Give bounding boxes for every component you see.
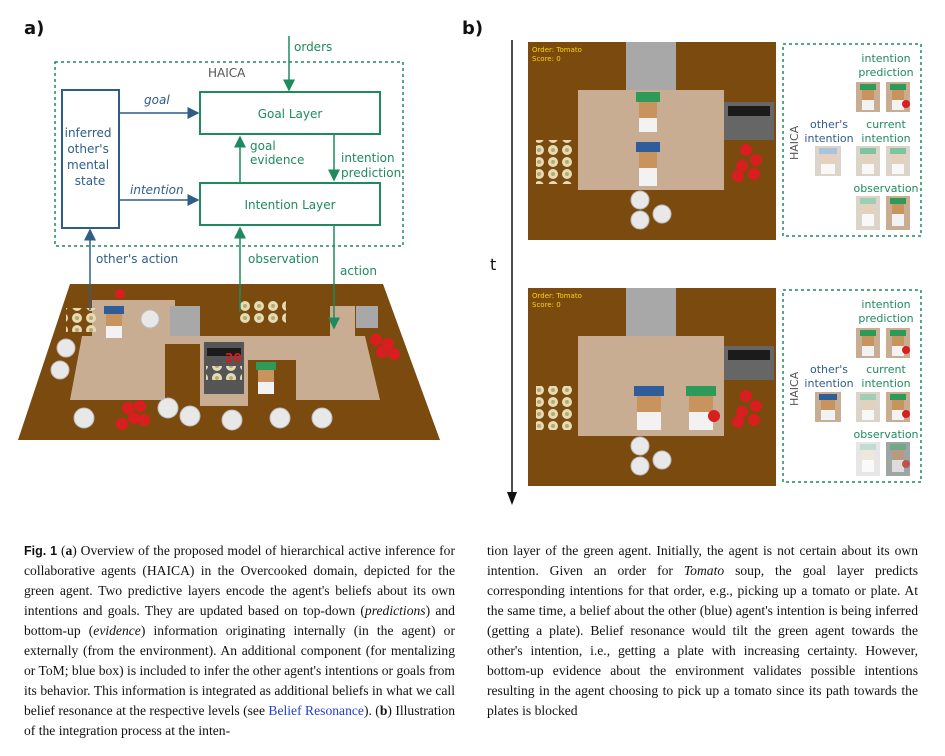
- order-text-f1: Order: Tomato: [532, 46, 582, 54]
- intention-layer-label: Intention Layer: [244, 198, 335, 212]
- game-board-a: 20: [18, 284, 440, 440]
- green-chef-a: [256, 362, 276, 394]
- onions-left: [66, 308, 96, 332]
- observation-f2: observation: [853, 428, 918, 441]
- haica-label-f2: HAICA: [788, 371, 801, 406]
- intention-prediction-label: intention prediction: [341, 151, 401, 180]
- score-text-f2: Score: 0: [532, 301, 561, 309]
- orders-label: orders: [294, 40, 332, 54]
- green-chef-f2: [686, 386, 720, 430]
- observation-label-a: observation: [248, 252, 319, 266]
- belief-resonance-link[interactable]: Belief Resonance: [268, 703, 364, 718]
- goal-layer-label: Goal Layer: [258, 107, 323, 121]
- caption-right: tion layer of the green agent. Initially…: [487, 543, 918, 718]
- haica-box-f2: [782, 289, 922, 483]
- inferred-state-box: [61, 89, 120, 229]
- blue-chef-f2: [634, 386, 664, 430]
- game-frame-2: Order: Tomato Score: 0: [528, 288, 776, 486]
- blue-chef-f1: [636, 142, 660, 186]
- goal-arrow-label: goal: [144, 93, 170, 107]
- panel-b-label: b): [462, 18, 484, 39]
- intention-arrow-label: intention: [130, 183, 184, 197]
- haica-box-a: [54, 61, 404, 247]
- time-axis-label: t: [490, 255, 496, 274]
- observation-f1: observation: [853, 182, 918, 195]
- counter-number: 20: [225, 351, 242, 365]
- plate-icon: [140, 309, 160, 329]
- goal-layer-box: [199, 91, 381, 135]
- panel-a-label: a): [24, 18, 45, 39]
- haica-label-f1: HAICA: [788, 125, 801, 160]
- order-text-f2: Order: Tomato: [532, 292, 582, 300]
- game-frame-1: Order: Tomato Score: 0: [528, 42, 776, 240]
- haica-label-a: HAICA: [208, 66, 246, 80]
- green-chef-f1: [636, 92, 660, 132]
- thumbs-f2: [815, 328, 910, 476]
- action-label: action: [340, 264, 377, 278]
- onions-middle: [240, 300, 286, 324]
- inferred-state-text: inferred other's mental state: [65, 126, 116, 188]
- plate-dispenser: [170, 306, 200, 336]
- intention-layer-box: [199, 182, 381, 226]
- goal-evidence-label: goal evidence: [250, 139, 304, 167]
- tomatoes: [115, 289, 400, 430]
- blue-chef-a: [104, 306, 124, 338]
- haica-box-f1: [782, 43, 922, 237]
- others-action-label: other's action: [96, 252, 178, 266]
- caption-left: Fig. 1 (a) Overview of the proposed mode…: [24, 543, 455, 738]
- thumbs-f1: [815, 82, 910, 230]
- score-text-f1: Score: 0: [532, 55, 561, 63]
- figure-label: Fig. 1: [24, 544, 58, 558]
